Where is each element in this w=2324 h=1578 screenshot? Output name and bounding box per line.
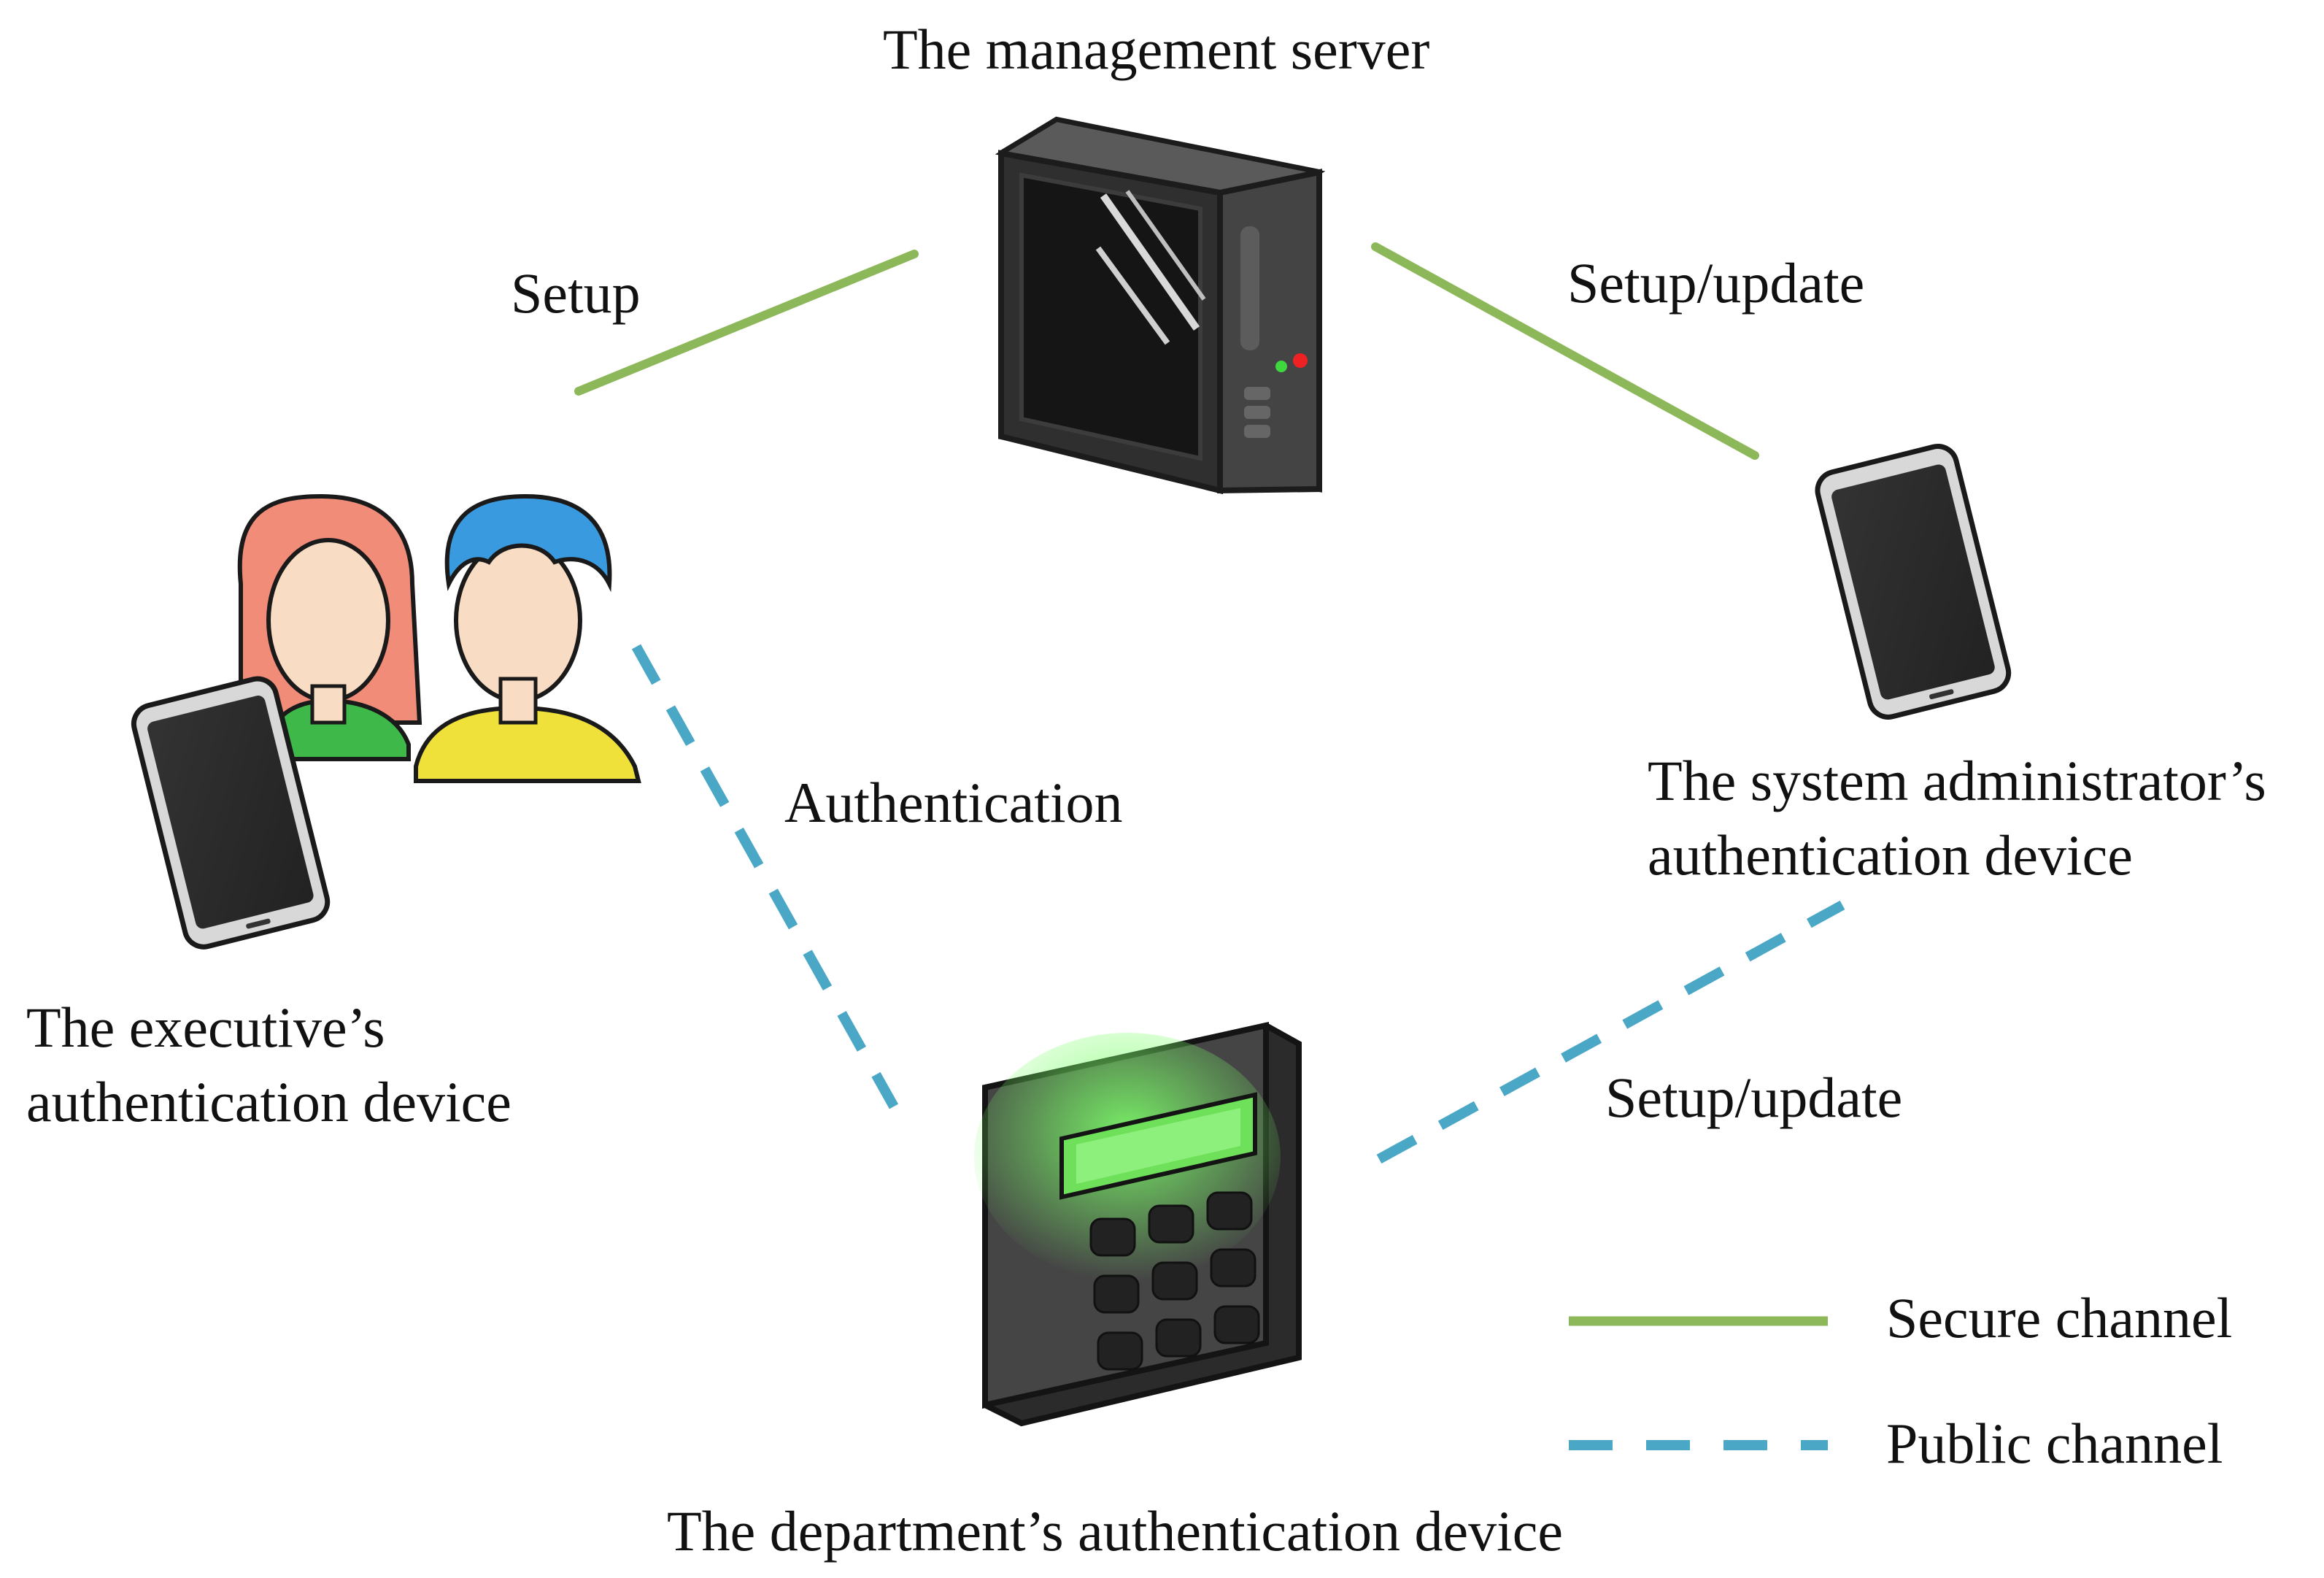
edge-setup-update-top-label: Setup/update (1567, 251, 1865, 315)
server-label: The management server (883, 18, 1430, 81)
edge-setup-label: Setup (511, 261, 641, 325)
executive-label-line2: authentication device (26, 1070, 511, 1134)
edge-setup-update-public (1376, 900, 1845, 1164)
legend-public-label: Public channel (1886, 1412, 2223, 1475)
edge-authentication-label: Authentication (784, 771, 1123, 834)
edge-setup-update-secure (1371, 242, 1759, 460)
executive-label-line1: The executive’s (26, 996, 385, 1059)
legend-secure-label: Secure channel (1886, 1286, 2233, 1350)
people-with-phone-icon (131, 493, 641, 950)
edge-authentication-public (631, 644, 899, 1109)
department-label: The department’s authentication device (667, 1499, 1564, 1563)
edge-setup-secure (574, 250, 919, 396)
keypad-terminal-icon (974, 1022, 1302, 1427)
server-tower-icon (995, 116, 1326, 495)
admin-label-line1: The system administrator’s (1648, 749, 2266, 812)
admin-label-line2: authentication device (1648, 823, 2133, 887)
smartphone-icon (1815, 444, 2012, 720)
edge-setup-update-bottom-label: Setup/update (1605, 1066, 1903, 1129)
